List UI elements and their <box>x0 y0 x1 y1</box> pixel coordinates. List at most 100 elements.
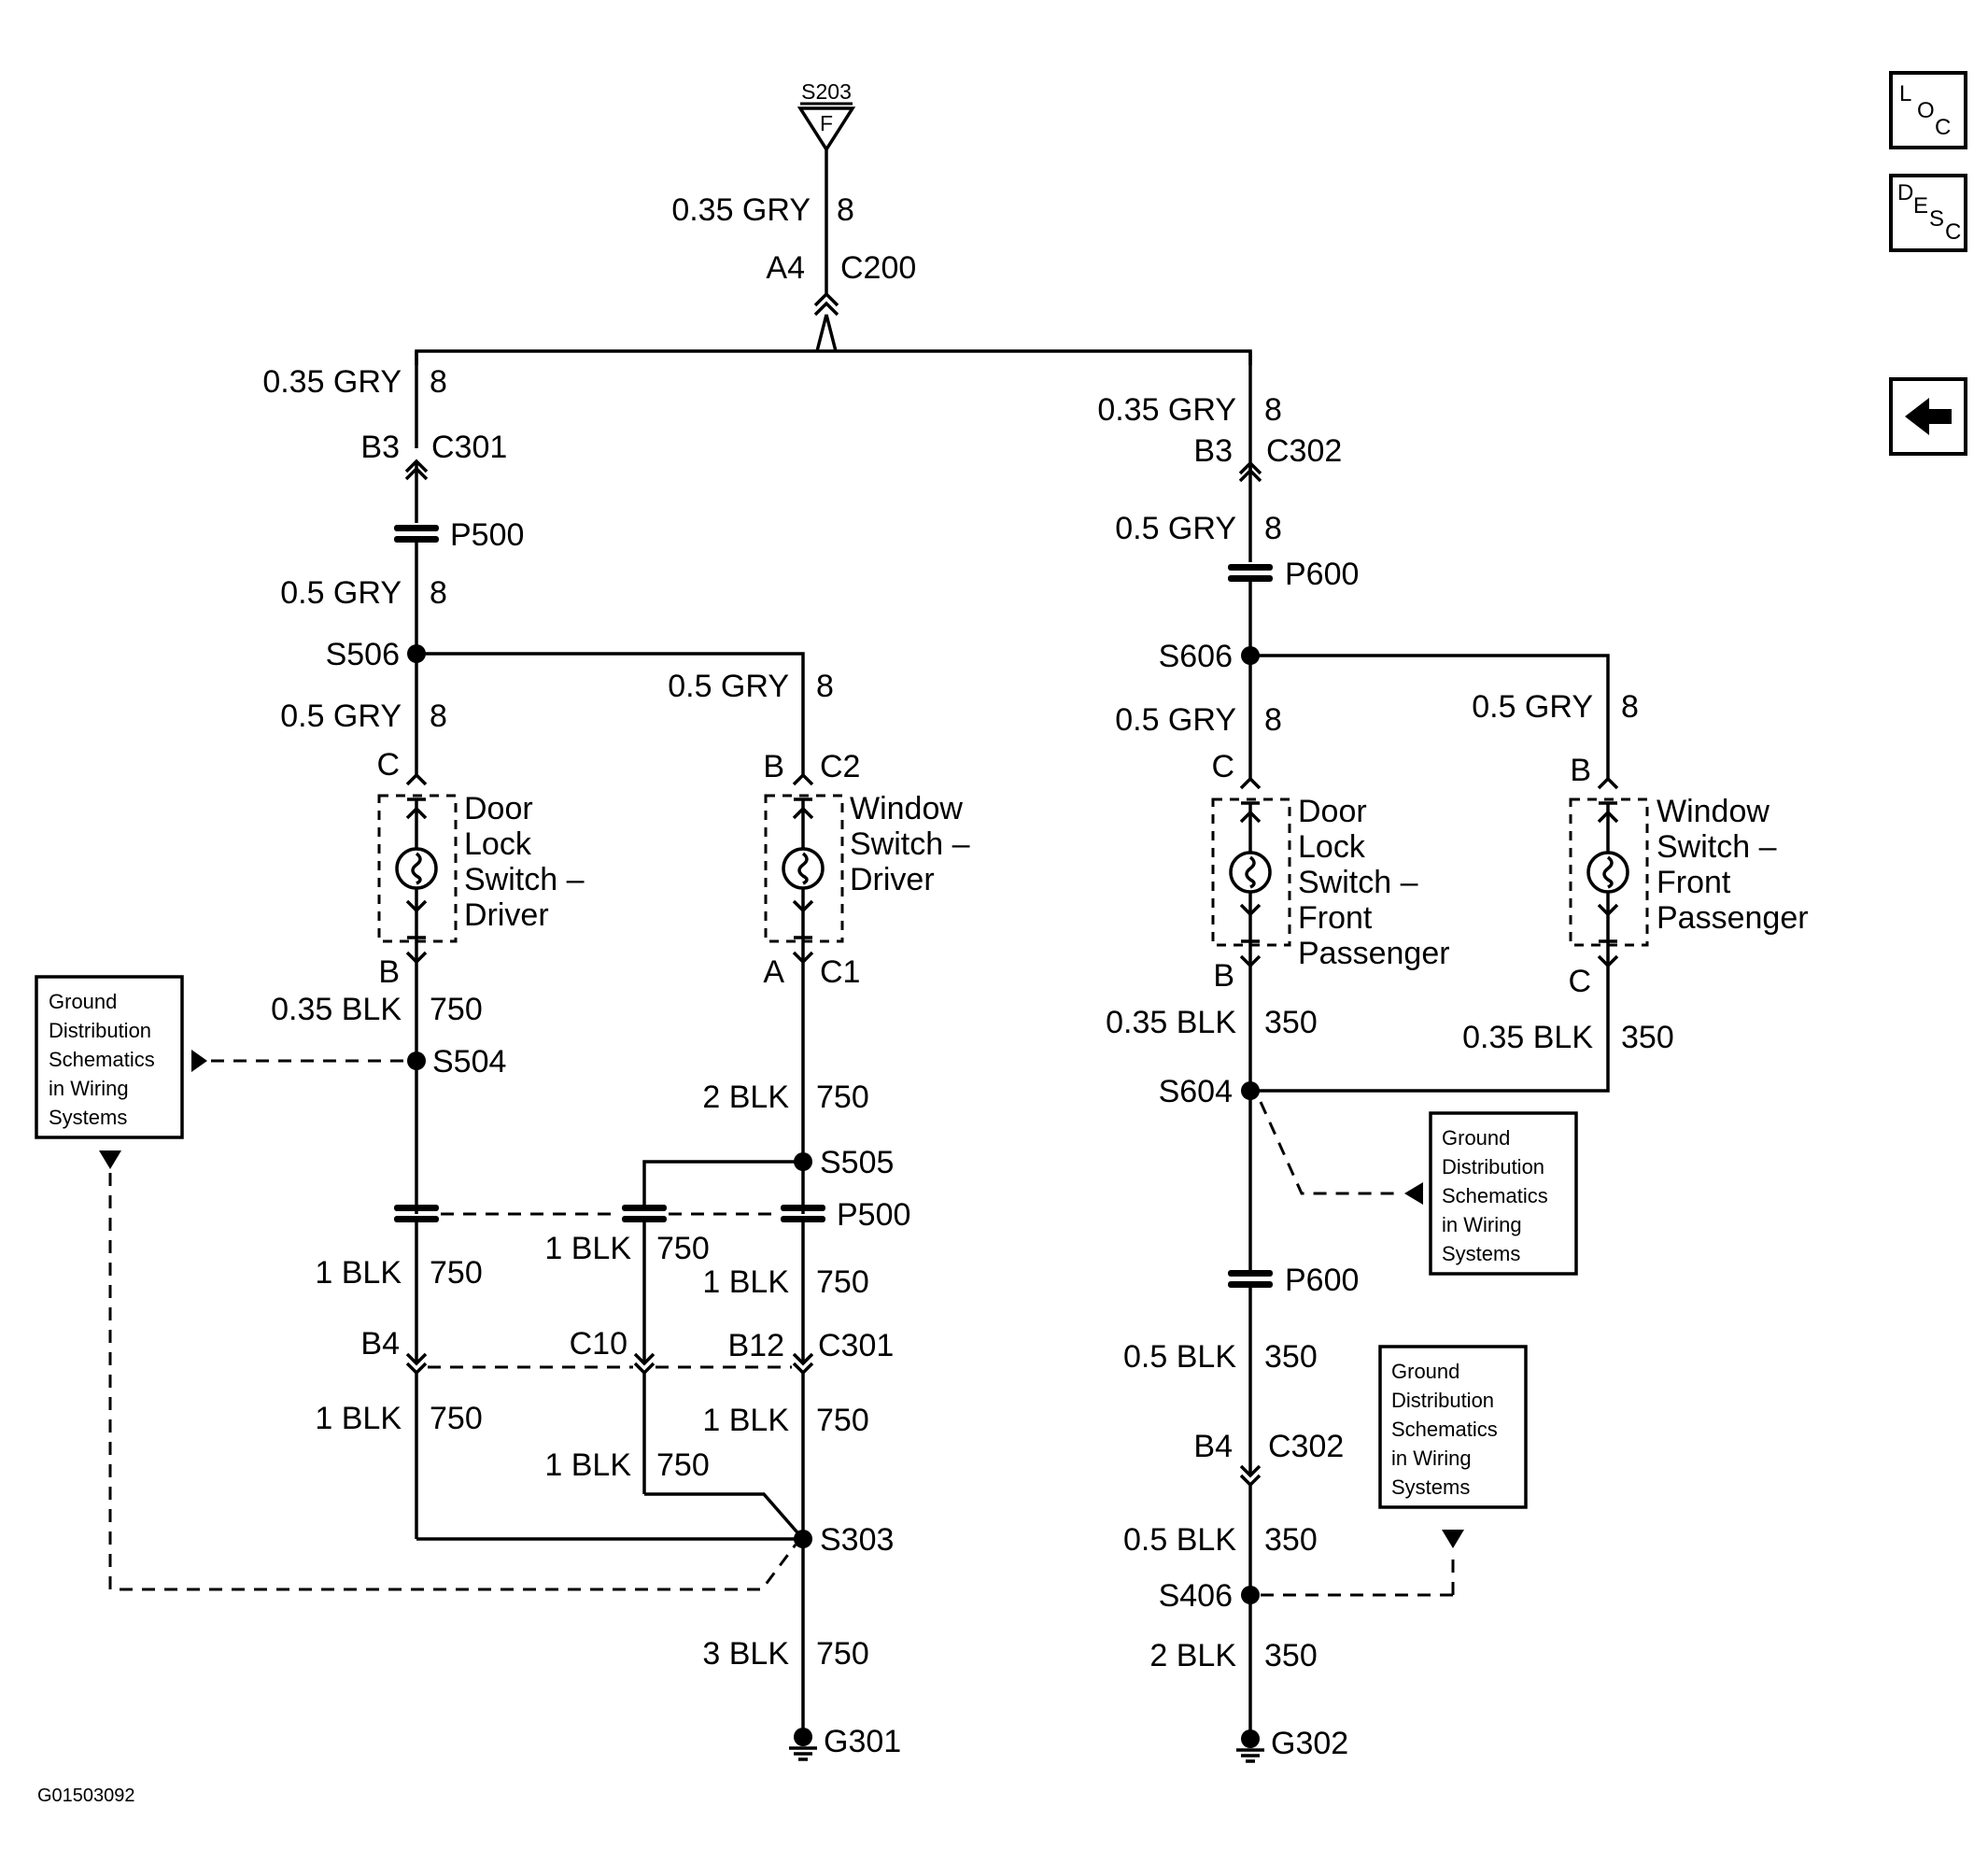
circuit-number: 350 <box>1264 1005 1318 1040</box>
desc-letter: D <box>1897 180 1913 205</box>
pin-label: B <box>378 954 400 990</box>
box-text: Schematics <box>1391 1418 1498 1441</box>
splice-label: S406 <box>1159 1578 1233 1614</box>
circuit-number: 750 <box>656 1231 710 1266</box>
inline-connector-label: P600 <box>1285 1263 1359 1298</box>
box-text: Ground <box>1442 1126 1510 1150</box>
connector-label: C301 <box>431 430 507 465</box>
inline-p500-top <box>394 525 439 543</box>
desc-letter: S <box>1929 206 1944 232</box>
back-arrow-icon[interactable] <box>1889 377 1967 456</box>
box-text: in Wiring <box>1391 1447 1472 1470</box>
ground-label: G302 <box>1271 1726 1348 1761</box>
circuit-number: 750 <box>430 1255 483 1291</box>
component-label: Driver <box>464 897 549 933</box>
connector-label: C2 <box>820 749 860 784</box>
ground-g301 <box>789 1728 817 1761</box>
pin-label: C <box>1568 964 1591 999</box>
pin-label: B <box>1213 958 1234 994</box>
splice-label: S504 <box>432 1044 506 1080</box>
door-lock-switch-driver <box>377 772 458 965</box>
pin-label: B3 <box>1193 433 1233 469</box>
circuit-number: 350 <box>1621 1020 1674 1055</box>
box-text: Distribution <box>49 1019 151 1042</box>
window-switch-passenger <box>1569 776 1649 968</box>
wire-label: 1 BLK <box>315 1255 402 1291</box>
circuit-number: 750 <box>816 1264 869 1300</box>
loc-letter: C <box>1935 115 1951 140</box>
splice-label: S303 <box>820 1522 894 1558</box>
pin-label: C10 <box>570 1326 627 1362</box>
splice-s604-dot <box>1241 1081 1260 1100</box>
desc-icon[interactable]: D E S C <box>1889 174 1967 252</box>
connector-label: C1 <box>820 954 860 990</box>
component-label: Passenger <box>1657 900 1809 936</box>
box-text: Distribution <box>1391 1389 1494 1412</box>
wire-label: 0.5 GRY <box>1115 702 1236 738</box>
figure-id: G01503092 <box>37 1785 135 1806</box>
circuit-number: 8 <box>1264 702 1282 738</box>
circuit-number: 8 <box>1264 392 1282 428</box>
splice-s203: S203 F <box>797 79 856 153</box>
splice-label: S506 <box>326 637 400 672</box>
splice-s406-dot <box>1241 1586 1260 1604</box>
circuit-number: 750 <box>816 1636 869 1672</box>
wire-label: 2 BLK <box>1149 1638 1236 1673</box>
circuit-number: 8 <box>430 575 447 611</box>
circuit-number: 350 <box>1264 1522 1318 1558</box>
pin-label: B <box>1570 753 1591 788</box>
wire-label: 0.35 BLK <box>1106 1005 1236 1040</box>
loc-icon[interactable]: L O C <box>1889 71 1967 149</box>
wire-label: 0.5 BLK <box>1123 1339 1236 1375</box>
splice-s203-letter: F <box>820 111 833 135</box>
pin-label: B4 <box>360 1326 400 1362</box>
connector-label: C302 <box>1266 433 1342 469</box>
splice-s303-dot <box>794 1530 812 1548</box>
splice-label: S505 <box>820 1145 894 1180</box>
wire-label: 3 BLK <box>702 1636 789 1672</box>
component-label: Window <box>1657 794 1769 829</box>
component-label: Window <box>850 791 963 826</box>
pin-label: B <box>763 749 784 784</box>
box-text: Systems <box>1391 1475 1470 1499</box>
circuit-number: 750 <box>656 1447 710 1483</box>
loc-letter: O <box>1917 98 1935 123</box>
wire-label: 0.35 BLK <box>1462 1020 1593 1055</box>
wire-label: 0.5 GRY <box>668 669 789 704</box>
splice-label: S606 <box>1159 639 1233 674</box>
pin-label: B4 <box>1193 1429 1233 1464</box>
connector-label: C301 <box>818 1328 894 1363</box>
component-label: Switch – <box>1657 829 1777 865</box>
box-text: Systems <box>49 1106 127 1129</box>
circuit-number: 8 <box>430 699 447 734</box>
ground-g302 <box>1236 1729 1264 1763</box>
box-text: Ground <box>49 990 117 1013</box>
component-label: Front <box>1298 900 1373 936</box>
ground-distribution-box-left: Ground Distribution Schematics in Wiring… <box>35 975 184 1139</box>
wire-label: 1 BLK <box>702 1264 789 1300</box>
splice-s504-dot <box>407 1051 426 1070</box>
wire-label: 0.5 GRY <box>1472 689 1593 725</box>
wire-label: 0.35 GRY <box>1097 392 1236 428</box>
box-text: Distribution <box>1442 1155 1544 1178</box>
box-text: Ground <box>1391 1360 1459 1383</box>
desc-letter: C <box>1945 219 1961 245</box>
circuit-number: 350 <box>1264 1339 1318 1375</box>
circuit-number: 750 <box>430 992 483 1027</box>
component-label: Passenger <box>1298 936 1450 971</box>
box-text: in Wiring <box>1442 1213 1522 1236</box>
box-text: Schematics <box>1442 1184 1548 1207</box>
window-switch-driver <box>764 772 844 965</box>
wire-label: 0.35 GRY <box>262 364 402 400</box>
inline-p600-top <box>1228 564 1273 582</box>
wire-label: 0.5 GRY <box>1115 511 1236 546</box>
circuit-number: 750 <box>816 1403 869 1438</box>
connector-label: C302 <box>1268 1429 1344 1464</box>
component-label: Lock <box>464 826 532 862</box>
loc-letter: L <box>1899 81 1911 106</box>
circuit-number: 350 <box>1264 1638 1318 1673</box>
component-label: Driver <box>850 862 935 897</box>
wire-label: 0.35 BLK <box>271 992 402 1027</box>
connector-label: C200 <box>840 250 916 286</box>
